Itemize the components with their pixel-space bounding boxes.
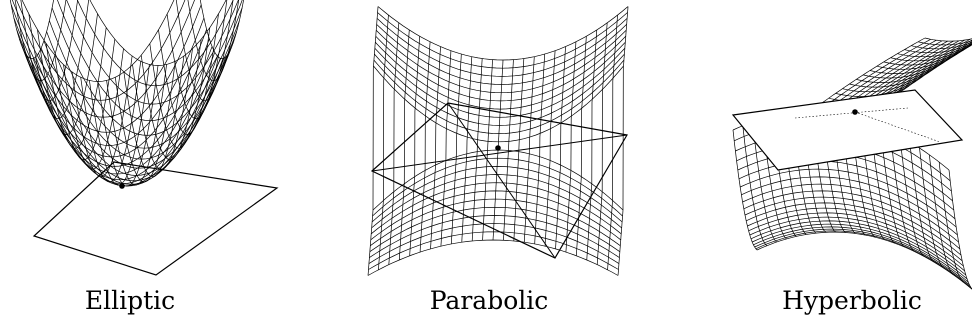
mesh-line (938, 162, 964, 283)
mesh-line (741, 176, 958, 236)
mesh-line (948, 169, 972, 290)
mesh-line (372, 157, 623, 217)
mesh-line (370, 198, 621, 246)
mesh-line (740, 168, 957, 228)
hyperbolic-caption: Hyperbolic (782, 286, 922, 315)
tangent-plane (731, 89, 964, 171)
mesh-line (826, 39, 937, 111)
mesh-line (743, 190, 961, 250)
parabolic-caption: Parabolic (429, 286, 549, 315)
mesh-line (368, 223, 620, 264)
tangent-point (495, 145, 501, 151)
tangent-point (852, 109, 858, 115)
elliptic-mesh (9, 0, 244, 187)
mesh-line (756, 231, 972, 290)
mesh-line (388, 22, 400, 265)
mesh-line (376, 24, 627, 85)
tangent-plane (32, 161, 279, 276)
mesh-line (373, 59, 625, 134)
elliptic-caption: Elliptic (84, 286, 176, 315)
mesh-line (49, 20, 240, 149)
elliptic-surface-panel (9, 0, 279, 276)
mesh-line (744, 196, 962, 256)
mesh-line (883, 43, 972, 102)
mesh-line (375, 30, 627, 94)
mesh-line (10, 4, 202, 133)
mesh-line (924, 37, 972, 42)
mesh-line (369, 206, 620, 252)
intersection-line (794, 107, 909, 119)
mesh-line (749, 216, 967, 276)
mesh-line (753, 226, 970, 286)
mesh-line (755, 230, 972, 290)
mesh-line (29, 58, 221, 187)
mesh-line (814, 37, 926, 109)
mesh-line (370, 190, 621, 241)
mesh-line (732, 129, 758, 251)
parabolic-surface-panel (367, 6, 629, 276)
mesh-line (21, 0, 175, 82)
plane-diagonal (371, 134, 628, 172)
mesh-line (57, 0, 243, 122)
mesh-line (750, 220, 968, 280)
mesh-line (21, 46, 213, 175)
mesh-line (375, 41, 626, 110)
mesh-line (66, 0, 239, 105)
mesh-line (24, 52, 216, 181)
mesh-line (371, 174, 622, 229)
mesh-line (77, 0, 234, 87)
mesh-line (747, 207, 964, 267)
parabolic-mesh (367, 6, 629, 276)
mesh-line (368, 231, 619, 270)
plane-diagonal (447, 102, 556, 259)
mesh-line (373, 65, 624, 143)
mesh-line (32, 58, 224, 187)
mesh-line (377, 12, 628, 69)
mesh-line (369, 215, 620, 258)
mesh-line (370, 182, 622, 235)
mesh-line (377, 6, 629, 61)
mesh-line (16, 29, 207, 158)
mesh-line (35, 56, 227, 185)
mesh-line (367, 239, 619, 276)
mesh-line (754, 228, 971, 288)
mesh-line (13, 17, 205, 146)
mesh-line (11, 0, 195, 118)
mesh-line (16, 0, 186, 101)
mesh-line (877, 42, 972, 105)
mesh-line (374, 47, 626, 118)
mesh-line (89, 0, 227, 66)
intersection-line (854, 111, 941, 143)
mesh-line (748, 212, 965, 272)
tangent-point (119, 183, 125, 189)
mesh-line (51, 7, 243, 136)
mesh-line (374, 53, 625, 126)
mesh-line (742, 183, 959, 243)
hyperbolic-surface-panel (731, 37, 972, 290)
mesh-line (187, 0, 240, 82)
mesh-line (746, 202, 963, 262)
mesh-line (889, 44, 972, 100)
mesh-line (376, 18, 628, 77)
mesh-line (894, 44, 972, 97)
mesh-line (820, 38, 931, 110)
mesh-line (375, 36, 626, 102)
mesh-line (752, 223, 969, 283)
mesh-line (19, 38, 210, 167)
mesh-line (831, 40, 943, 112)
